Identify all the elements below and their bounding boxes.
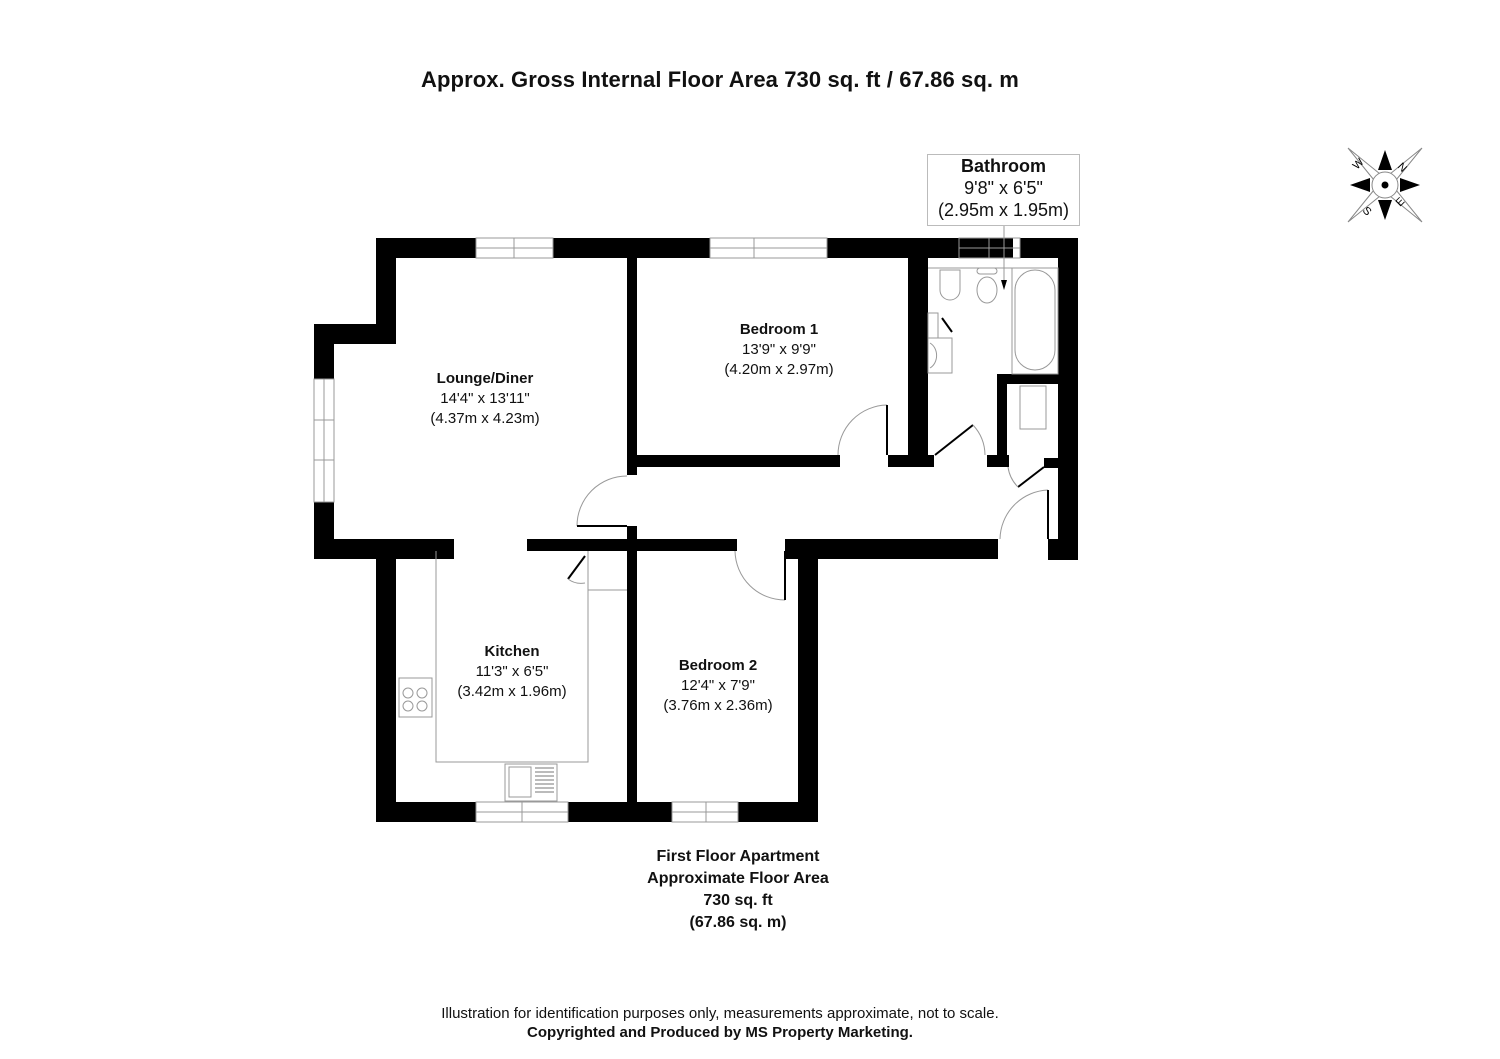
room-label-bathroom: Bathroom 9'8" x 6'5" (2.95m x 1.95m): [927, 154, 1080, 226]
compass-w: W: [1351, 156, 1367, 172]
disclaimer-text: Illustration for identification purposes…: [441, 1005, 999, 1022]
fixtures: [398, 224, 1059, 802]
room-imperial: 13'9" x 9'9": [742, 341, 816, 358]
room-metric: (4.37m x 4.23m): [430, 410, 540, 427]
copyright-text: Copyrighted and Produced by MS Property …: [527, 1024, 913, 1041]
room-label-lounge: Lounge/Diner 14'4" x 13'11" (4.37m x 4.2…: [400, 369, 570, 429]
summary-area-label: Approximate Floor Area: [647, 870, 829, 887]
windows: [313, 237, 1021, 823]
room-imperial: 14'4" x 13'11": [440, 390, 530, 407]
doors: [567, 404, 1049, 601]
summary-area-sqft: 730 sq. ft: [703, 892, 773, 909]
room-name: Lounge/Diner: [436, 370, 534, 387]
room-name: Bedroom 2: [678, 657, 758, 674]
room-name: Kitchen: [484, 643, 540, 660]
compass-icon: N E S W: [1347, 147, 1423, 223]
floor-summary: First Floor Apartment Approximate Floor …: [600, 846, 876, 934]
footer: Illustration for identification purposes…: [0, 1004, 1440, 1042]
floor-area-title: Approx. Gross Internal Floor Area 730 sq…: [421, 67, 1019, 92]
room-imperial: 9'8" x 6'5": [964, 178, 1043, 198]
room-imperial: 11'3" x 6'5": [475, 663, 549, 680]
room-metric: (3.42m x 1.96m): [457, 683, 567, 700]
room-imperial: 12'4" x 7'9": [681, 677, 755, 694]
room-label-bedroom-1: Bedroom 1 13'9" x 9'9" (4.20m x 2.97m): [694, 320, 864, 380]
summary-floor: First Floor Apartment: [656, 848, 820, 865]
room-name: Bathroom: [961, 156, 1046, 176]
room-name: Bedroom 1: [739, 321, 819, 338]
walls: [314, 238, 1078, 822]
room-metric: (4.20m x 2.97m): [724, 361, 834, 378]
room-metric: (3.76m x 2.36m): [663, 697, 773, 714]
room-label-bedroom-2: Bedroom 2 12'4" x 7'9" (3.76m x 2.36m): [633, 656, 803, 716]
room-metric: (2.95m x 1.95m): [937, 200, 1070, 220]
summary-area-sqm: (67.86 sq. m): [689, 914, 787, 931]
room-label-kitchen: Kitchen 11'3" x 6'5" (3.42m x 1.96m): [427, 642, 597, 702]
